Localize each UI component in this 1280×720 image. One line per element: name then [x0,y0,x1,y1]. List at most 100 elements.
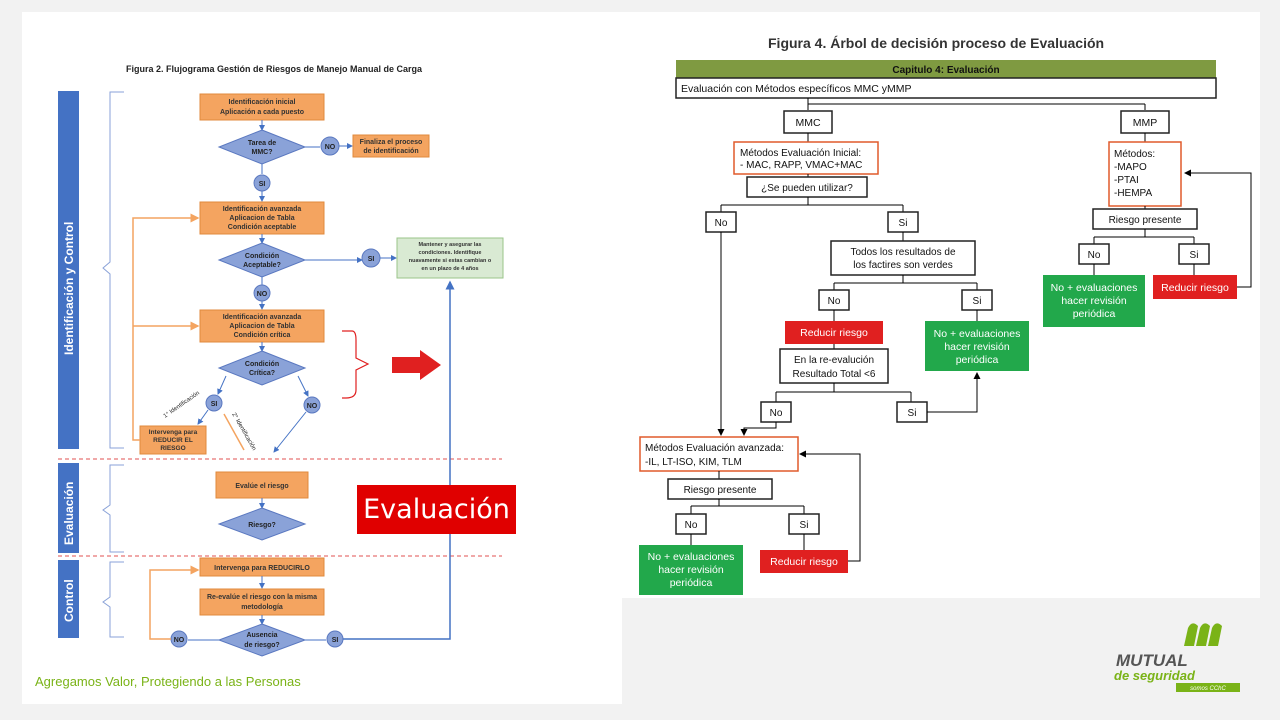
circle-no3 [303,396,321,414]
node-no-eval-2-line3: periódica [670,577,713,589]
arrow [273,411,307,453]
decision-ausencia-line2: de riesgo? [244,642,279,649]
node-reevaluacion [779,348,889,384]
logo-name: MUTUAL [1116,651,1188,670]
node-reevalue-line2: metodología [241,604,283,611]
node-ident-inicial [199,93,325,121]
red-arrow-icon [392,350,441,380]
node-no-d-label: No [685,520,698,531]
node-metodos-av-line1: Métodos Evaluación avanzada: [645,443,784,454]
node-mantener-line3: nuavamente si estas cambian o [409,258,492,264]
decision-ausencia [217,623,307,657]
node-intervenga [139,425,207,455]
node-ident-av2-line1: Identificación avanzada [223,314,302,321]
node-no-evaluaciones-2 [639,545,743,595]
decision-ausencia-line1: Ausencia [246,632,277,639]
sidebar-bar-control [58,560,79,638]
arrow [197,409,209,425]
logo-tag: somos CChC [1190,686,1226,692]
sidebar-bar-evaluacion [58,463,79,553]
header-capitulo-label: Capitulo 4: Evaluación [892,65,999,76]
label-no2: NO [257,291,268,298]
node-reducir-2-label: Reducir riesgo [770,556,838,568]
node-metodos-inicial-line1: Métodos Evaluación Inicial: [740,148,861,159]
subheader-label: Evaluación con Métodos específicos MMC y… [681,83,912,95]
node-finaliza-line1: Finaliza el proceso [360,139,423,146]
subheader [675,77,1217,99]
brace-identificacion [102,91,124,449]
right-diagram-panel [618,12,1260,598]
node-reevalue [199,588,325,616]
node-no-eval-1-line1: No + evaluaciones [934,328,1021,340]
label-si2: SI [368,256,375,263]
node-ident-inicial-line2: Aplicación a cada puesto [220,109,304,116]
decision-tarea-line1: Tarea de [248,140,276,147]
node-no-eval-3-line3: periódica [1073,308,1116,320]
node-mmp-metodos-line1: Métodos: [1114,149,1155,160]
arrow-orange [223,413,245,451]
node-si-b-label: Si [973,296,982,307]
logo-sub: de seguridad [1114,668,1196,683]
node-reeval-line2: Resultado Total <6 [793,369,876,380]
label-no4: NO [174,637,185,644]
node-ident-av2-line2: Aplicacion de Tabla [229,323,294,330]
node-si-a-label: Si [899,218,908,229]
node-reducir-1-label: Reducir riesgo [800,327,868,339]
node-no-eval-1-line2: hacer revisión [944,341,1010,353]
label-si1: SI [259,181,266,188]
node-si-e-label: Si [1190,250,1199,261]
label-si4: SI [332,637,339,644]
node-todos-line1: Todos los resultados de [850,247,956,258]
decision-riesgo [217,507,307,541]
decision-riesgo-label: Riesgo? [248,522,276,529]
label-no3: NO [307,403,318,410]
node-no-eval-3-line2: hacer revisión [1061,295,1127,307]
node-ident-inicial-line1: Identificación inicial [229,99,296,106]
decision-critica-line1: Condición [245,361,279,368]
node-metodos-inicial-line2: - MAC, RAPP, VMAC+MAC [740,160,862,171]
node-reducir-2 [760,550,848,573]
mutual-logo: MUTUAL de seguridad somos CChC [1114,623,1240,692]
node-finaliza-line2: de identificación [363,148,418,155]
node-ident-avanzada-2 [199,309,325,343]
node-ident-avanzada-1 [199,201,325,235]
node-evalue-label: Evalúe el riesgo [235,483,288,490]
sidebar-label-evaluacion: Evaluación [62,482,76,545]
node-mmp-metodos [1108,141,1182,207]
node-mantener-line4: en un plazo de 4 años [421,266,478,272]
loop-arrow [799,450,861,562]
node-ident-av2-line3: Condición crítica [234,332,291,339]
node-no-eval-1-line3: periódica [956,354,999,366]
connector [740,422,777,436]
node-mmp-metodos-line4: -HEMPA [1114,188,1152,199]
node-riesgo-presente-1 [667,478,773,500]
right-title: Figura 4. Árbol de decisión proceso de E… [768,35,1104,51]
brace-evaluacion [102,464,124,553]
node-intervenga-reducirlo-label: Intervenga para REDUCIRLO [214,565,310,572]
label-no1: NO [325,144,336,151]
node-no-eval-3-line1: No + evaluaciones [1051,282,1138,294]
decision-condicion-critica [217,350,307,386]
circle-si3 [205,394,223,412]
connector [927,372,981,413]
node-no-e-label: No [1088,250,1101,261]
arrow [297,375,309,397]
node-intervenga-line3: RIESGO [160,445,185,452]
node-mmp-label: MMP [1133,117,1158,129]
sidebar-label-identificacion: Identificación y Control [62,222,76,355]
loop-orange-control [149,565,200,640]
sidebar-bar-identificacion [58,91,79,449]
node-mmp-metodos-line3: -PTAI [1114,175,1139,186]
header-capitulo [676,60,1216,78]
node-si-d-label: Si [800,520,809,531]
node-no-a-label: No [715,218,728,229]
loop-arrow [1184,169,1252,288]
node-ident-av1-line3: Condición aceptable [228,224,297,231]
node-se-pueden-label: ¿Se pueden utilizar? [761,183,853,194]
return-arrow-blue [343,280,455,640]
node-riesgo-presente-1-label: Riesgo presente [684,485,757,496]
node-intervenga-line1: Intervenga para [149,429,198,436]
